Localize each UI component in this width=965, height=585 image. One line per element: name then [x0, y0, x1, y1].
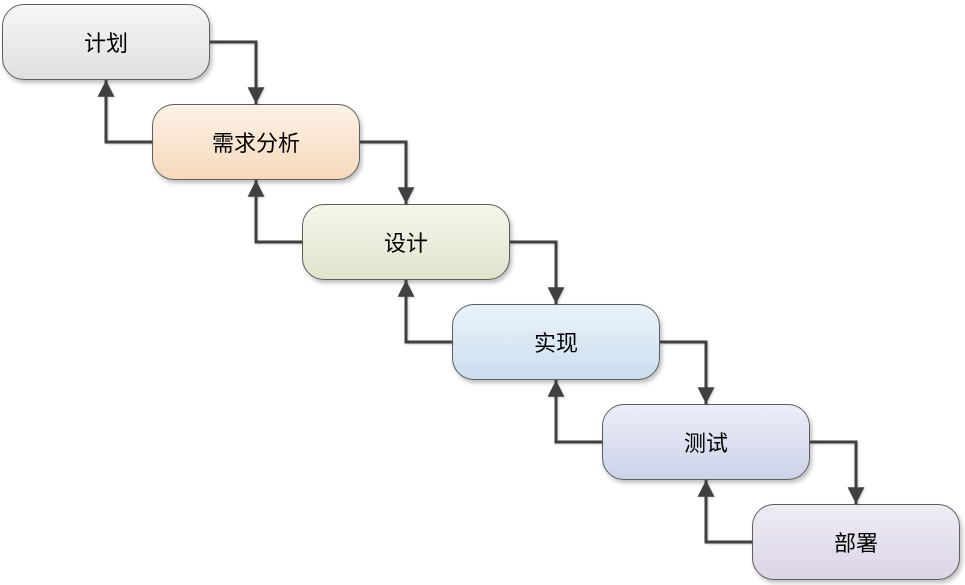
connector-plan-to-requirements-forward-arrow: [210, 40, 265, 105]
connector-design-to-requirements-backward-arrow: [247, 179, 302, 244]
stage-label-design: 设计: [383, 232, 428, 257]
stage-label-implementation: 实现: [533, 332, 578, 357]
connector-implementation-to-testing-forward-arrow: [660, 340, 715, 405]
stage-implementation: 实现: [452, 304, 660, 380]
stage-label-requirements: 需求分析: [211, 132, 300, 157]
stage-label-plan: 计划: [83, 32, 128, 57]
stage-design: 设计: [302, 204, 510, 280]
stage-label-testing: 测试: [683, 432, 728, 457]
connector-requirements-to-plan-backward-arrow: [97, 79, 152, 144]
connector-implementation-to-design-backward-arrow: [397, 279, 452, 344]
connector-requirements-to-design-forward-arrow: [360, 140, 415, 205]
connector-testing-to-implementation-backward-arrow: [547, 379, 602, 444]
stage-requirements: 需求分析: [152, 104, 360, 180]
stage-plan: 计划: [2, 4, 210, 80]
connector-deployment-to-testing-backward-arrow: [697, 479, 752, 544]
stage-label-deployment: 部署: [833, 532, 878, 557]
stage-testing: 测试: [602, 404, 810, 480]
connector-testing-to-deployment-forward-arrow: [810, 440, 865, 505]
stage-deployment: 部署: [752, 504, 960, 580]
connector-design-to-implementation-forward-arrow: [510, 240, 565, 305]
